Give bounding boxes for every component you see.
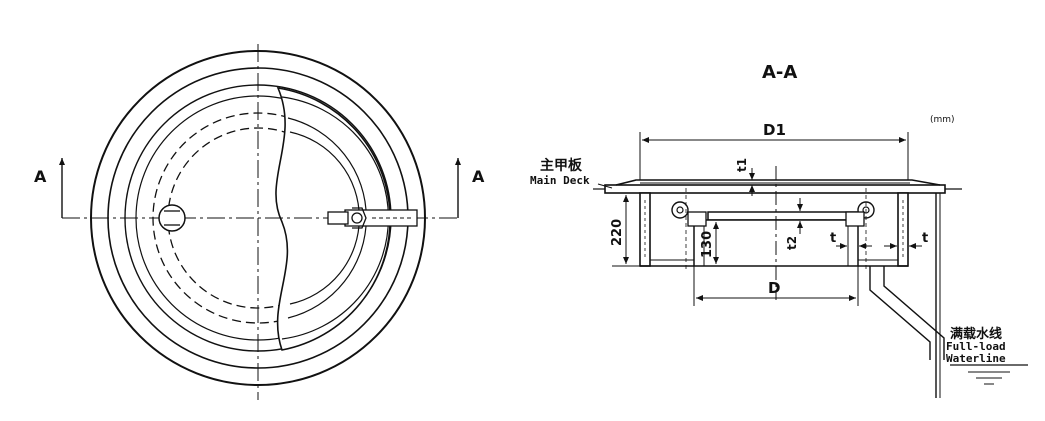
section-mark-right: A	[472, 167, 485, 186]
latch-body-icon	[327, 211, 349, 225]
dimensions	[597, 132, 922, 306]
main-deck-label-cn: 主甲板	[540, 157, 583, 174]
d1-label: D1	[763, 121, 786, 139]
latch-hook-icon	[352, 207, 367, 229]
latch-pin-icon	[351, 212, 363, 224]
deck-plate	[604, 184, 946, 194]
lifting-eye-icon	[158, 204, 186, 232]
section-mark-left: A	[34, 167, 47, 186]
latch-left-clip	[687, 211, 707, 227]
latch-left-icon	[671, 201, 689, 219]
drain-pipe-outer	[869, 266, 931, 360]
t2-label: t2	[785, 236, 799, 250]
section-view	[593, 166, 1028, 398]
main-deck-label-en: Main Deck	[530, 174, 590, 187]
latch-right-clip	[845, 211, 865, 227]
section-title: A-A	[762, 62, 797, 83]
latch-left-pin	[676, 206, 684, 214]
waterline-label-cn: 满载水线	[950, 326, 1002, 342]
h220-label: 220	[610, 219, 625, 246]
drain-pipe-inner	[883, 266, 945, 360]
cover-top-flange	[615, 179, 941, 186]
d-label: D	[768, 279, 780, 297]
waterline-label-en1: Full-load	[946, 340, 1006, 353]
cover-plate	[707, 211, 859, 221]
waterline-label-en2: Waterline	[946, 352, 1006, 365]
t1-label: t1	[735, 158, 749, 172]
plan-view	[59, 44, 461, 400]
h130-label: 130	[700, 231, 715, 258]
main-deck-leader	[597, 183, 613, 189]
t-left-label: t	[830, 231, 836, 246]
unit-label: (mm)	[930, 115, 955, 125]
t-right-label: t	[922, 231, 928, 246]
